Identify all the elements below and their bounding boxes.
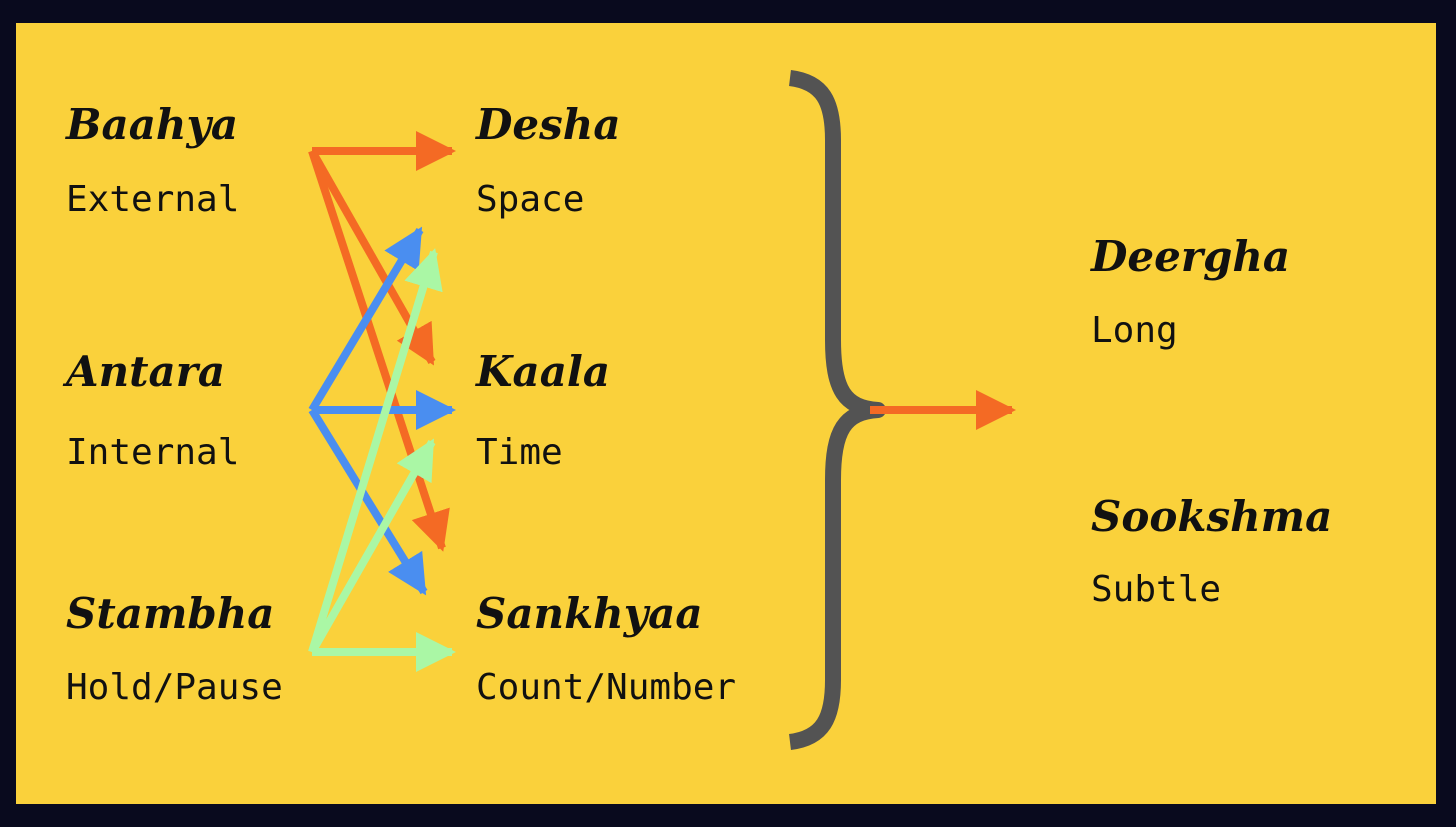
diagram-canvas [16, 23, 1436, 804]
term-desha: Desha [476, 100, 621, 149]
meaning-subtle: Subtle [1091, 569, 1222, 610]
meaning-time: Time [476, 432, 563, 473]
curly-brace [788, 70, 886, 750]
term-antara: Antara [66, 347, 226, 396]
meaning-space: Space [476, 179, 585, 220]
term-deergha: Deergha [1091, 232, 1291, 281]
arrow-stambha-to-desha [308, 248, 443, 654]
arrow-antara-to-sankhyaa [308, 407, 428, 596]
term-kaala: Kaala [476, 347, 611, 396]
meaning-hold-pause: Hold/Pause [66, 667, 283, 708]
term-stambha: Stambha [66, 589, 275, 638]
meaning-internal: Internal [66, 432, 240, 473]
meaning-count-number: Count/Number [476, 667, 737, 708]
arrow-stambha-to-kaala [308, 438, 436, 654]
term-sankhyaa: Sankhyaa [476, 589, 703, 638]
term-baahya: Baahya [66, 100, 239, 149]
term-sookshma: Sookshma [1091, 492, 1333, 541]
meaning-external: External [66, 179, 240, 220]
arrow-antara-to-desha [308, 226, 424, 413]
meaning-long: Long [1091, 310, 1178, 351]
